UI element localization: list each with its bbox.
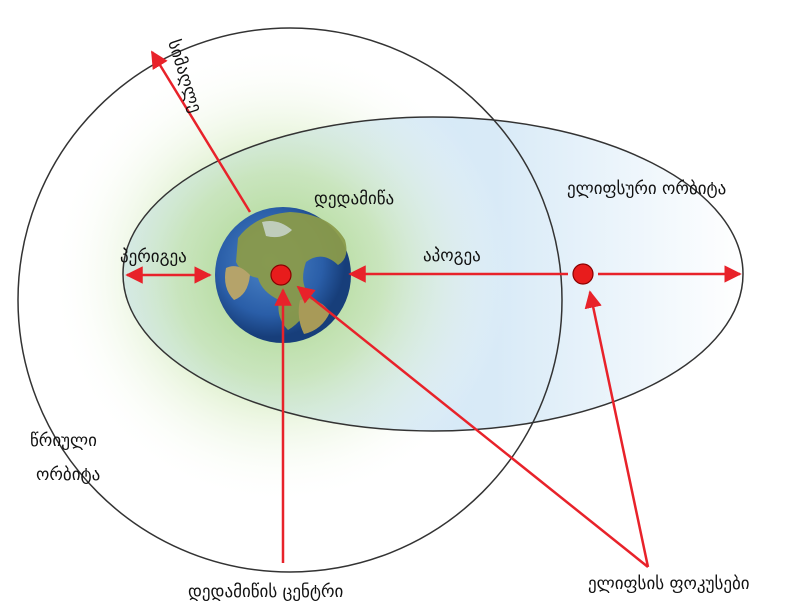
ellipse-foci-label: ელიფსის ფოკუსები — [588, 574, 750, 594]
earth-center-label: დედამიწის ცენტრი — [188, 582, 343, 602]
focus-earth-center — [270, 264, 292, 286]
circular-orbit — [17, 27, 563, 573]
foci-arrow-right — [584, 290, 650, 568]
radius-arrow — [150, 50, 252, 213]
focus-second — [572, 263, 594, 285]
apogee-label: აპოგეა — [423, 246, 481, 266]
elliptical-orbit — [122, 116, 744, 432]
circular-orbit-label-1: წრიული — [30, 431, 97, 451]
earth-label: დედამიწა — [314, 189, 394, 209]
foci-arrow-left — [296, 285, 649, 568]
perigee-label: პერიგეა — [120, 247, 187, 267]
circular-orbit-label-2: ორბიტა — [36, 465, 100, 485]
elliptical-orbit-label: ელიფსური ორბიტა — [567, 179, 726, 199]
